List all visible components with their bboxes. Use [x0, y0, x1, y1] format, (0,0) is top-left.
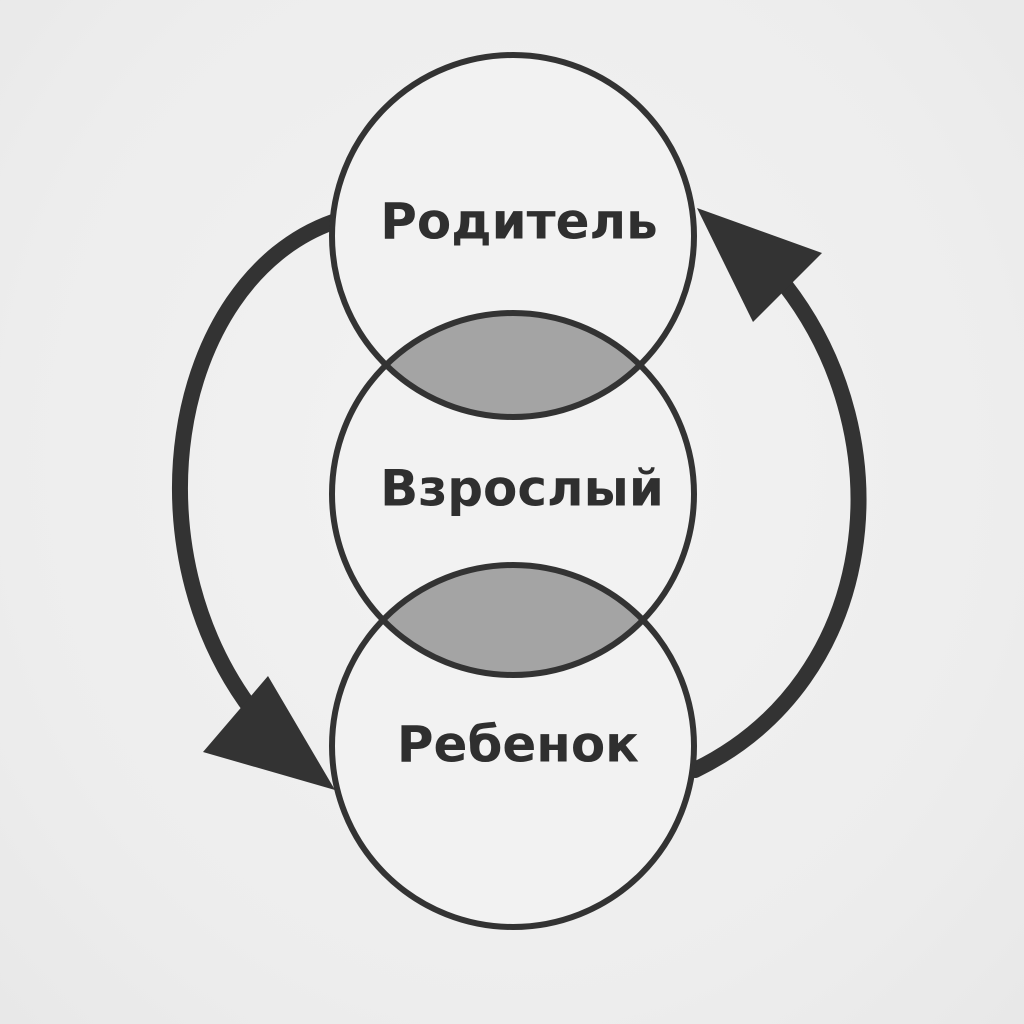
adult-circle-outline	[329, 310, 697, 678]
parent-circle	[332, 55, 694, 417]
right-arrowhead-icon	[697, 208, 822, 322]
adult-label: Взрослый	[380, 460, 664, 518]
child-label: Ребенок	[397, 716, 639, 774]
adult-circle	[332, 313, 694, 675]
right-cycle-arc	[687, 277, 867, 778]
left-arrowhead-icon	[203, 676, 335, 790]
child-circle	[332, 565, 694, 927]
parent-circle-outline	[329, 52, 697, 420]
parent-label: Родитель	[380, 193, 658, 251]
left-cycle-arc	[171, 214, 341, 738]
child-circle-outline	[329, 562, 697, 930]
